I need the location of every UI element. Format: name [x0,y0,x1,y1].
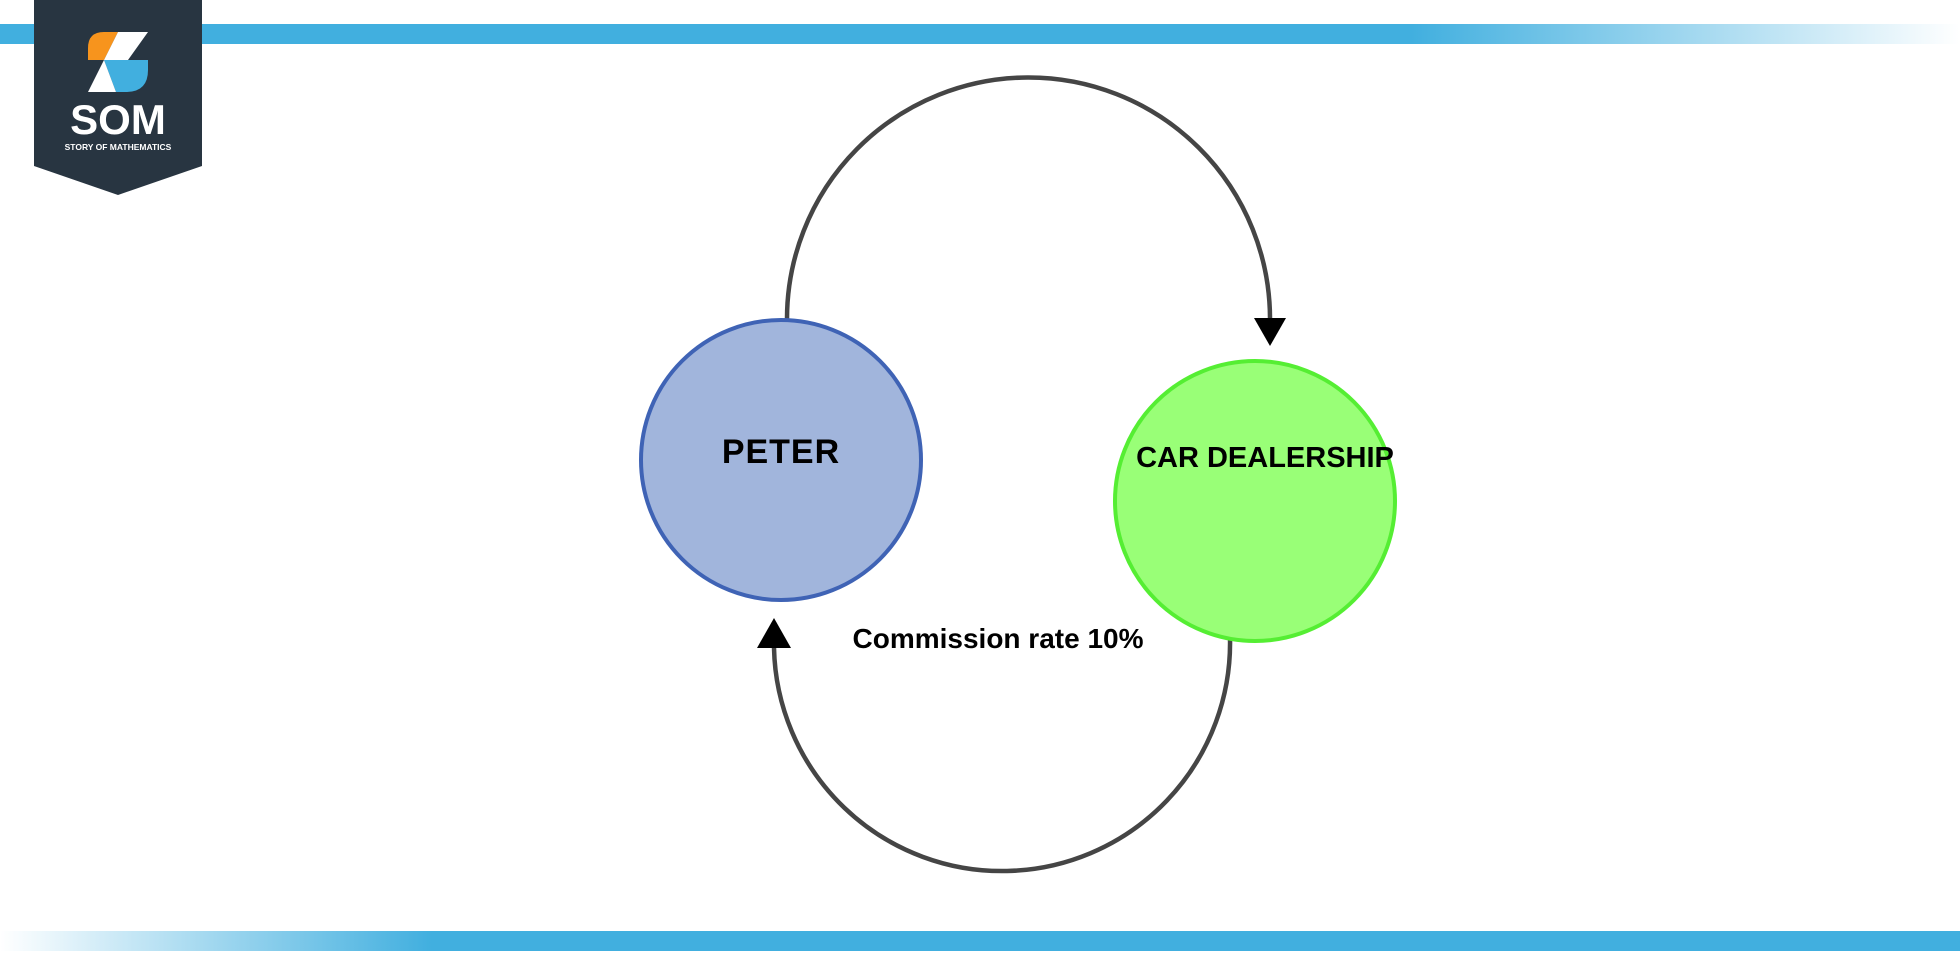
logo-badge-background [34,0,202,195]
edge-label-commission-rate: Commission rate 10% [853,623,1144,654]
arrowhead-down-icon [1254,318,1286,346]
edge-car-dealership-to-peter [757,618,1233,874]
top-accent-bar [0,24,1960,44]
node-car-dealership: CAR DEALERSHIP [1113,359,1397,643]
node-peter-label: PETER [722,433,840,471]
edge-peter-to-car-dealership [784,75,1286,346]
bottom-accent-bar [0,931,1960,951]
node-car-dealership-label: CAR DEALERSHIP [1136,442,1394,474]
edge-top-arc [784,75,1273,321]
logo-tagline: STORY OF MATHEMATICS [65,142,172,152]
node-peter: PETER [639,318,923,602]
edge-bottom-arc [771,637,1233,874]
node-peter-circle [639,318,923,602]
arrowhead-up-icon [757,618,791,648]
logo-mark-icon [88,32,148,92]
node-car-dealership-circle [1113,359,1397,643]
som-logo: SOM STORY OF MATHEMATICS [34,0,202,195]
logo-name: SOM [70,96,166,143]
